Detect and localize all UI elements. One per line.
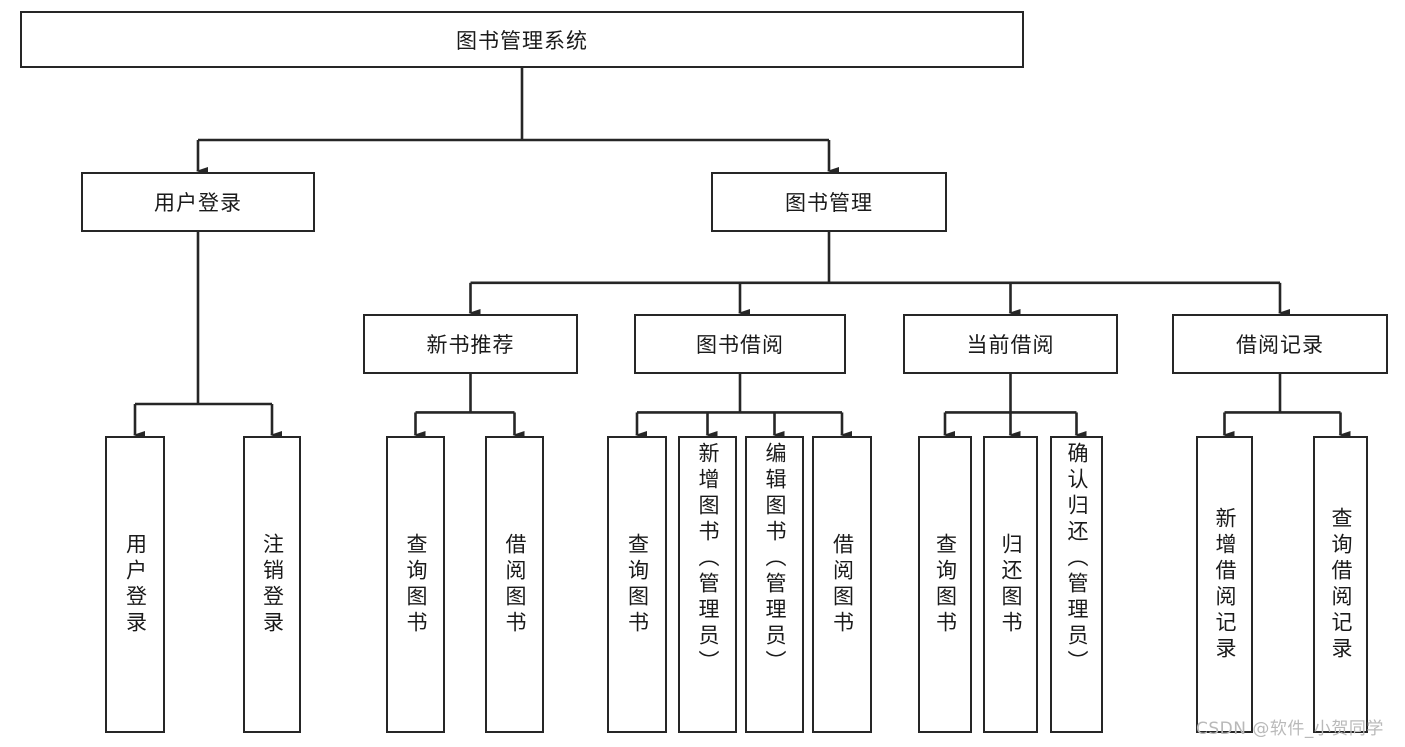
node-leaf-query-book-3[interactable]: 查询图书 [918, 436, 972, 733]
node-book-borrow[interactable]: 图书借阅 [634, 314, 846, 374]
node-root-label: 图书管理系统 [456, 28, 588, 53]
node-user-login[interactable]: 用户登录 [81, 172, 315, 232]
node-leaf-add-book[interactable]: 新增图书（管理员） [678, 436, 737, 733]
watermark: CSDN @软件_小贺同学 [1196, 719, 1384, 739]
node-current-borrow-label: 当前借阅 [966, 333, 1055, 357]
node-leaf-query-record[interactable]: 查询借阅记录 [1313, 436, 1368, 733]
node-leaf-borrow-book-1[interactable]: 借阅图书 [485, 436, 544, 733]
node-new-book-recommend[interactable]: 新书推荐 [363, 314, 578, 374]
node-leaf-query-book-1[interactable]: 查询图书 [386, 436, 445, 733]
node-current-borrow[interactable]: 当前借阅 [903, 314, 1118, 374]
node-new-book-recommend-label: 新书推荐 [426, 333, 515, 357]
node-book-borrow-label: 图书借阅 [696, 333, 784, 357]
node-leaf-edit-book[interactable]: 编辑图书（管理员） [745, 436, 804, 733]
node-book-manage-label: 图书管理 [785, 191, 873, 215]
node-leaf-return-book[interactable]: 归还图书 [983, 436, 1038, 733]
node-root[interactable]: 图书管理系统 [20, 11, 1024, 68]
node-book-manage[interactable]: 图书管理 [711, 172, 947, 232]
node-borrow-record[interactable]: 借阅记录 [1172, 314, 1388, 374]
node-borrow-record-label: 借阅记录 [1236, 333, 1324, 357]
node-leaf-user-login[interactable]: 用户登录 [105, 436, 165, 733]
node-leaf-query-book-2[interactable]: 查询图书 [607, 436, 667, 733]
node-leaf-logout[interactable]: 注销登录 [243, 436, 301, 733]
node-leaf-borrow-book-2[interactable]: 借阅图书 [812, 436, 872, 733]
node-leaf-add-record[interactable]: 新增借阅记录 [1196, 436, 1253, 733]
node-leaf-confirm-return[interactable]: 确认归还（管理员） [1050, 436, 1103, 733]
node-user-login-label: 用户登录 [154, 191, 242, 215]
